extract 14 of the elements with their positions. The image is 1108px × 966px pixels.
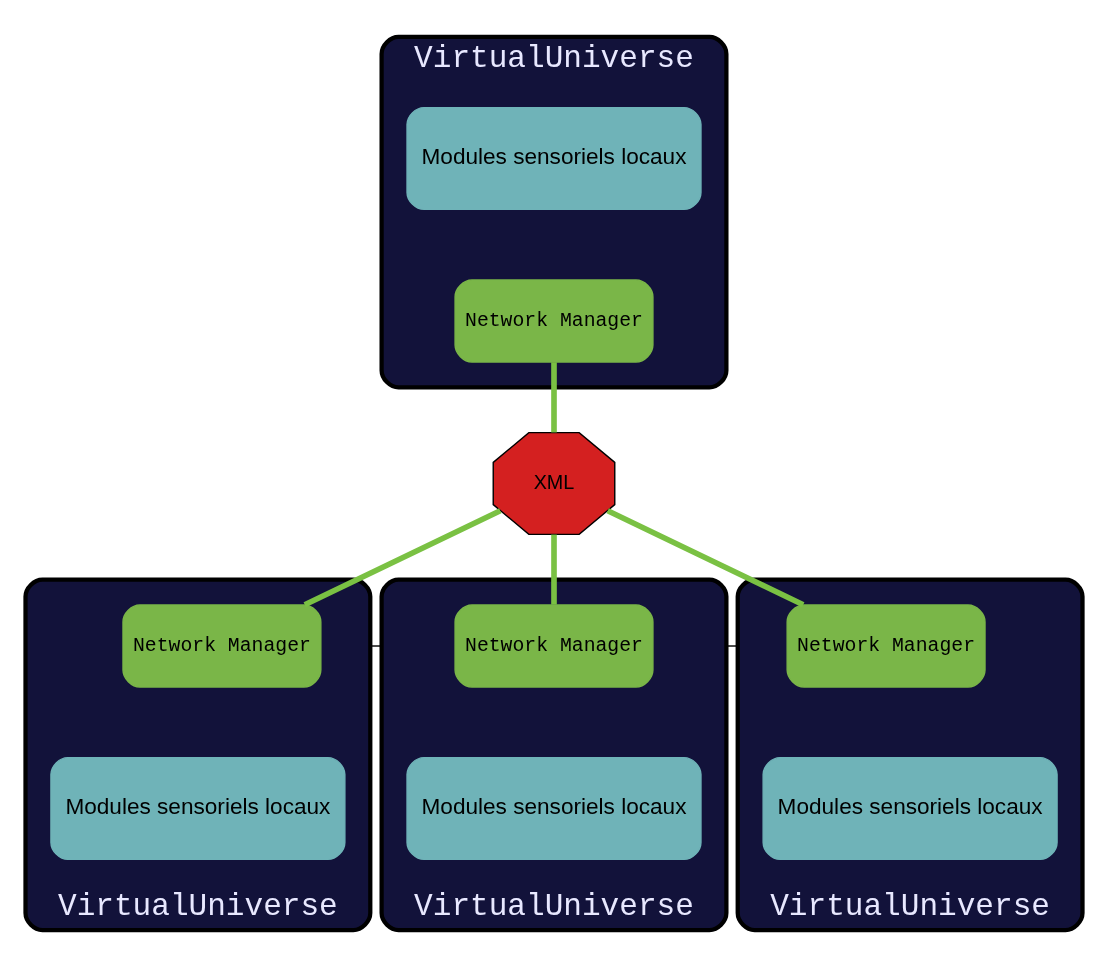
- node-box: Modules sensoriels locaux: [50, 756, 346, 860]
- node-box: Modules sensoriels locaux: [406, 756, 702, 860]
- connector: [725, 644, 739, 647]
- connector: [551, 361, 557, 432]
- node-box: Modules sensoriels locaux: [406, 106, 702, 210]
- connector: [606, 507, 805, 607]
- connector: [303, 507, 502, 607]
- connector: [369, 644, 383, 647]
- node-box: Modules sensoriels locaux: [762, 756, 1058, 860]
- node-box: Network Manager: [122, 603, 322, 688]
- node-box: Network Manager: [786, 603, 986, 688]
- connector: [551, 534, 557, 605]
- node-box: Network Manager: [454, 603, 654, 688]
- node-box: Network Manager: [454, 278, 654, 363]
